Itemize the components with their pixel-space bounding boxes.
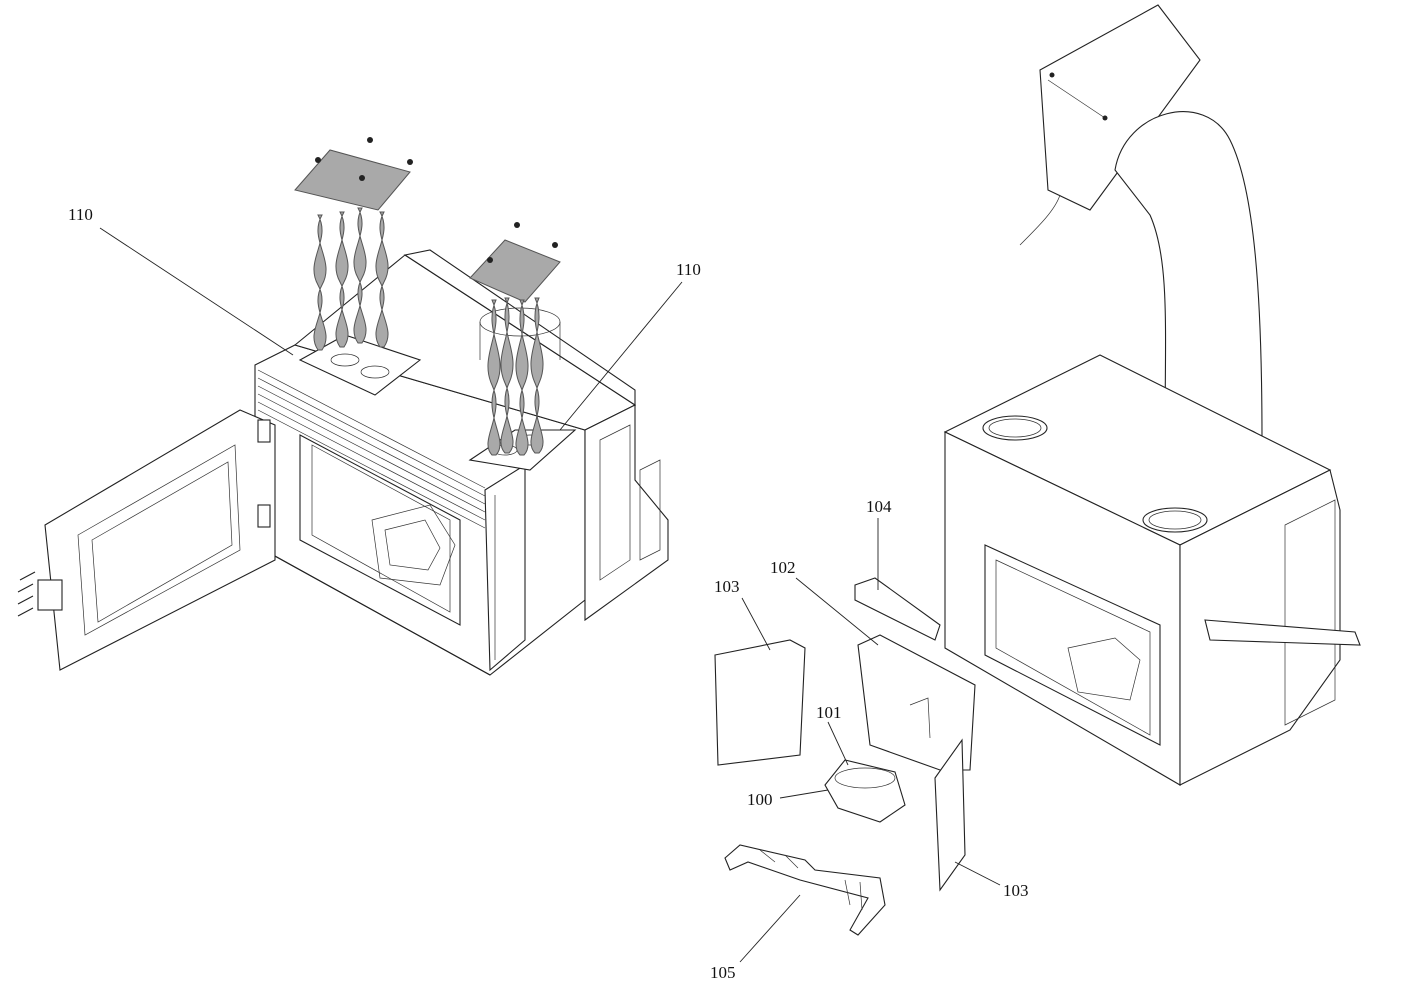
- part-105-grate-bracket: [724, 844, 886, 936]
- right-stove-assembly: [943, 4, 1361, 786]
- callout-100: 100: [747, 790, 773, 809]
- callout-102: 102: [770, 558, 796, 577]
- part-104-top-baffle: [854, 577, 941, 641]
- callout-labels: 110 110 104 103 102 101 100 103 105: [68, 205, 1029, 982]
- callout-104: 104: [866, 497, 892, 516]
- front-header-ribs: [257, 369, 486, 529]
- part-103-right-brick: [934, 738, 966, 892]
- part-102-back-brick: [857, 634, 976, 771]
- left-stove-assembly: [17, 137, 669, 676]
- turbulator-set-left: [294, 137, 413, 351]
- part-103-left-brick: [714, 639, 806, 766]
- part-101-burn-pot: [824, 759, 906, 823]
- callout-105: 105: [710, 963, 736, 982]
- callout-103-left: 103: [714, 577, 740, 596]
- callout-110-right: 110: [676, 260, 701, 279]
- turbulator-set-right: [469, 222, 561, 456]
- open-door: [17, 409, 276, 671]
- leader-lines: [99, 227, 1001, 963]
- callout-101: 101: [816, 703, 842, 722]
- callout-110-left: 110: [68, 205, 93, 224]
- callout-103-right: 103: [1003, 881, 1029, 900]
